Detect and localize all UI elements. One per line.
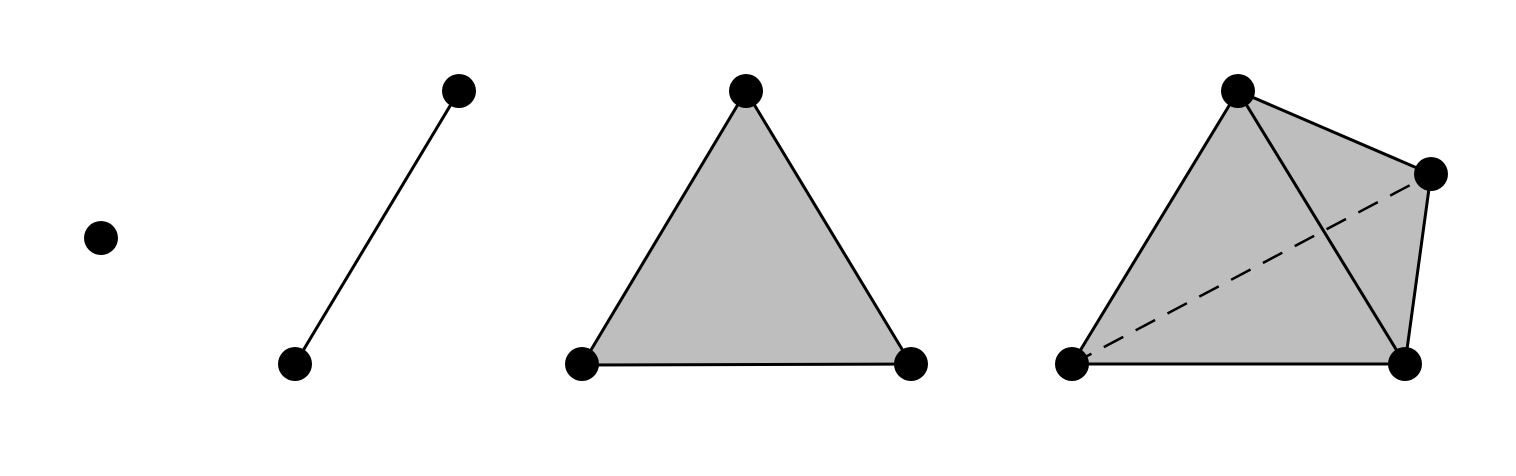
- vertex: [565, 347, 599, 381]
- tetrahedron-simplex: [1055, 74, 1448, 381]
- edge: [1070, 89, 1240, 366]
- triangle-face: [582, 91, 911, 365]
- vertex: [278, 347, 312, 381]
- triangle-simplex: [565, 74, 928, 381]
- vertex: [1221, 74, 1255, 108]
- edge: [293, 89, 461, 366]
- edge: [744, 89, 913, 366]
- edge: [580, 89, 748, 367]
- hidden-edge: [1071, 172, 1432, 366]
- tetrahedron-face: [1072, 91, 1431, 364]
- vertex: [84, 221, 118, 255]
- edge: [580, 362, 913, 367]
- vertex: [1388, 347, 1422, 381]
- vertex: [894, 347, 928, 381]
- vertex: [442, 74, 476, 108]
- vertex: [1055, 347, 1089, 381]
- edge: [1403, 172, 1433, 366]
- edge: [1236, 89, 1407, 366]
- vertex: [729, 74, 763, 108]
- edge-simplex: [278, 74, 476, 381]
- edge: [1236, 89, 1433, 176]
- point-simplex: [84, 221, 118, 255]
- vertex: [1414, 157, 1448, 191]
